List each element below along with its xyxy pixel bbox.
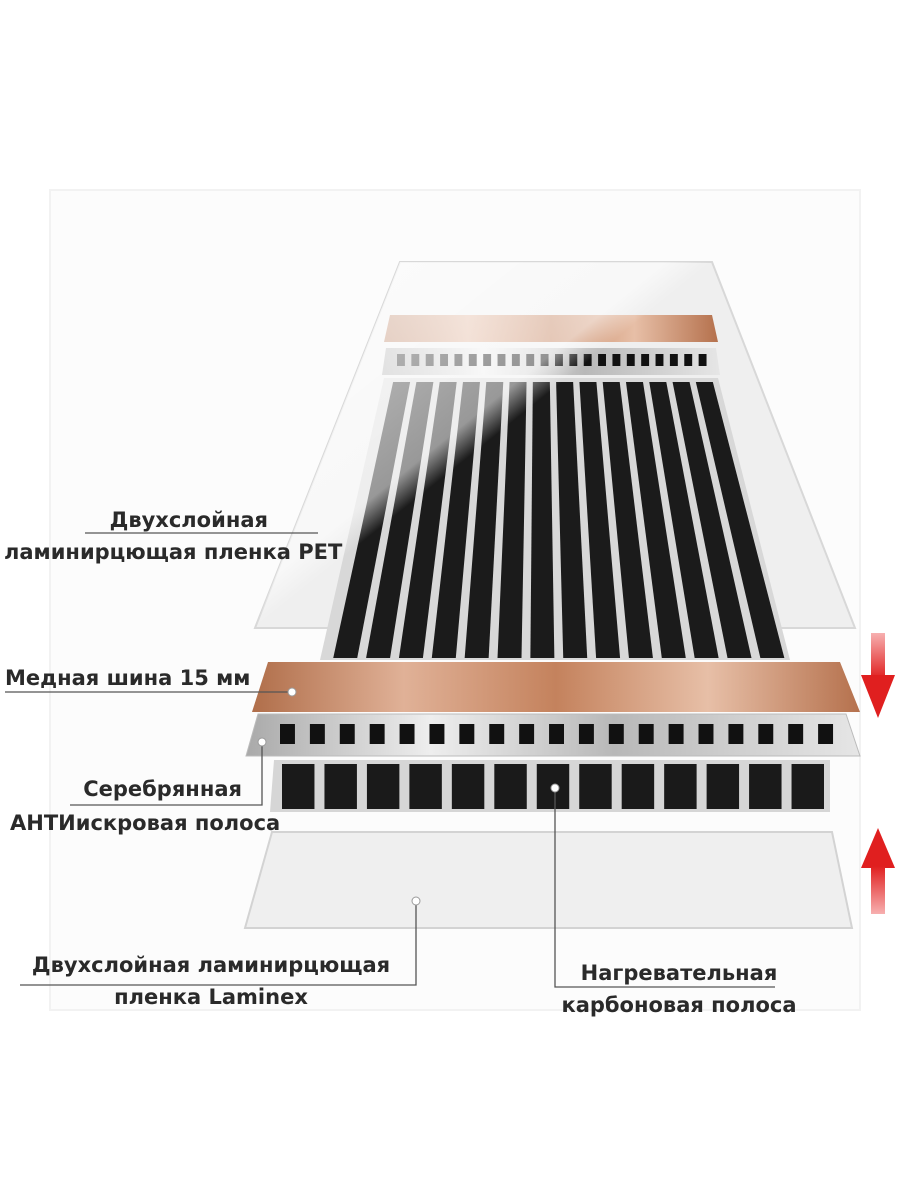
arrow-down-icon bbox=[861, 633, 895, 718]
silver-slot-main bbox=[668, 724, 684, 744]
silver-slot-top bbox=[626, 354, 635, 366]
carbon-stripe-top bbox=[625, 382, 686, 658]
carbon-stripe-main bbox=[749, 764, 782, 809]
carbon-stripe-top bbox=[649, 382, 719, 658]
silver-slot-main bbox=[280, 724, 295, 744]
silver-slot-main bbox=[429, 724, 445, 744]
silver-slot-top bbox=[698, 354, 707, 366]
arrow-up-icon bbox=[861, 828, 895, 914]
laminex-film-sheet bbox=[243, 831, 854, 929]
carbon-stripe-main bbox=[324, 764, 357, 809]
carbon-stripe-top bbox=[695, 382, 785, 658]
silver-slot-main bbox=[638, 724, 654, 744]
silver-slot-main bbox=[549, 724, 564, 744]
carbon-stripe-main bbox=[791, 764, 824, 809]
pet-film-label-line1: Двухслойная bbox=[109, 508, 268, 532]
silver-slot-main bbox=[698, 724, 714, 744]
silver-slot-top bbox=[612, 354, 621, 366]
silver-strip-label-line2: АНТИискровая полоса bbox=[10, 811, 281, 835]
pet-film-label-line2: ламинирцющая пленка PET bbox=[4, 540, 343, 564]
silver-strip-main-slots bbox=[280, 724, 834, 744]
carbon-strip-label: Нагревательная карбоновая полоса bbox=[546, 958, 812, 1020]
silver-slot-top bbox=[641, 354, 650, 366]
carbon-stripe-main bbox=[282, 764, 315, 809]
silver-slot-top bbox=[669, 354, 678, 366]
silver-strip-label: Серебрянная bbox=[83, 774, 242, 804]
silver-dot bbox=[257, 737, 267, 747]
silver-slot-main bbox=[788, 724, 804, 744]
silver-slot-main bbox=[578, 724, 594, 744]
silver-slot-main bbox=[399, 724, 415, 744]
carbon-stripe-top bbox=[530, 382, 555, 658]
laminex-dot bbox=[411, 896, 421, 906]
silver-slot-main bbox=[728, 724, 744, 744]
silver-slot-main bbox=[489, 724, 505, 744]
leader-lines bbox=[5, 532, 775, 988]
carbon-stripe-top bbox=[602, 382, 653, 658]
pet-film-reflection bbox=[255, 262, 712, 628]
copper-dot bbox=[287, 687, 297, 697]
carbon-stripe-main bbox=[664, 764, 697, 809]
silver-slot-main bbox=[758, 724, 774, 744]
pet-film-label: Двухслойная bbox=[110, 505, 268, 535]
silver-slot-main bbox=[309, 724, 325, 744]
copper-bus-label: Медная шина 15 мм bbox=[5, 666, 251, 690]
leader-dots bbox=[257, 687, 560, 906]
silver-slot-main bbox=[339, 724, 355, 744]
silver-slot-main bbox=[459, 724, 475, 744]
carbon-stripe-top bbox=[556, 382, 588, 658]
laminex-film-label-line1: Двухслойная ламинирцющая bbox=[31, 953, 391, 977]
carbon-stripe-top bbox=[579, 382, 621, 658]
top-layer-stack bbox=[253, 261, 857, 660]
silver-slot-top bbox=[684, 354, 693, 366]
carbon-stripe-main bbox=[706, 764, 740, 809]
copper-bus-main bbox=[252, 662, 860, 712]
carbon-stripe-main bbox=[451, 764, 485, 809]
carbon-dot bbox=[550, 783, 560, 793]
carbon-stripe-main bbox=[366, 764, 400, 809]
carbon-stripes-main bbox=[282, 764, 824, 809]
silver-slot-top bbox=[655, 354, 664, 366]
carbon-stripe-main bbox=[494, 764, 527, 809]
silver-slot-main bbox=[818, 724, 834, 744]
laminex-film-label-line2: пленка Laminex bbox=[114, 985, 308, 1009]
carbon-stripe-top bbox=[497, 382, 527, 658]
carbon-strip-label-line2: карбоновая полоса bbox=[561, 993, 797, 1017]
carbon-strip-label-line1: Нагревательная bbox=[580, 961, 778, 985]
carbon-stripe-main bbox=[579, 764, 612, 809]
silver-strip-label-line1: Серебрянная bbox=[83, 777, 242, 801]
laminex-film-label: Двухслойная ламинирцющая пленка Laminex bbox=[15, 950, 407, 1012]
carbon-stripe-top bbox=[672, 382, 752, 658]
silver-slot-main bbox=[519, 724, 535, 744]
carbon-stripe-main bbox=[621, 764, 655, 809]
silver-slot-main bbox=[369, 724, 385, 744]
carbon-stripe-main bbox=[409, 764, 442, 809]
silver-slot-main bbox=[608, 724, 624, 744]
